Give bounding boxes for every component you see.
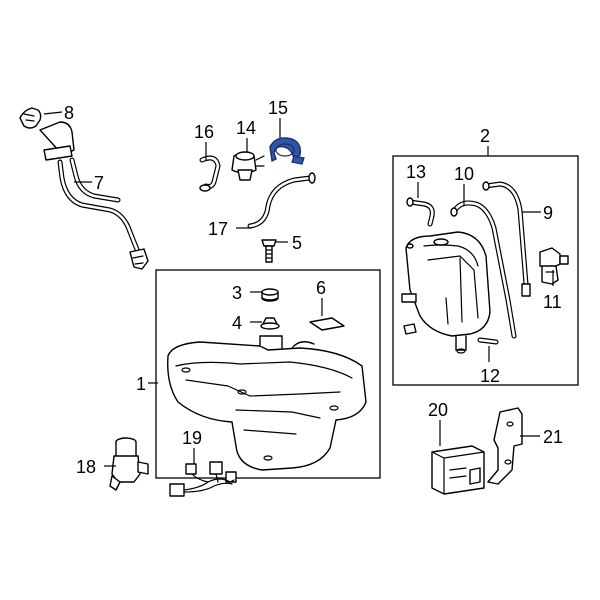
part-1-fuel-tank[interactable] bbox=[167, 335, 367, 471]
callout-3[interactable]: 3 bbox=[232, 283, 242, 303]
part-6-pad[interactable] bbox=[309, 317, 345, 331]
callout-6[interactable]: 6 bbox=[316, 278, 326, 298]
callout-2[interactable]: 2 bbox=[480, 126, 490, 146]
part-13-pipe[interactable] bbox=[406, 197, 435, 227]
part-11-bracket-valve[interactable] bbox=[539, 247, 569, 285]
part-21-bracket[interactable] bbox=[487, 407, 523, 485]
callout-7[interactable]: 7 bbox=[94, 173, 104, 193]
frame-evap-group bbox=[392, 155, 579, 386]
part-7-filler-pipe[interactable] bbox=[39, 121, 149, 270]
part-10-hose[interactable] bbox=[450, 200, 517, 339]
callout-15[interactable]: 15 bbox=[268, 98, 288, 118]
callout-5[interactable]: 5 bbox=[292, 233, 302, 253]
callout-13[interactable]: 13 bbox=[406, 162, 426, 182]
part-9-tube[interactable] bbox=[482, 181, 531, 297]
callout-18[interactable]: 18 bbox=[76, 457, 96, 477]
callout-16[interactable]: 16 bbox=[194, 122, 214, 142]
leader-lines bbox=[43, 111, 554, 467]
part-12-hose[interactable] bbox=[477, 337, 499, 345]
part-15-ring-highlighted[interactable] bbox=[269, 137, 305, 165]
callout-19[interactable]: 19 bbox=[182, 428, 202, 448]
callout-11[interactable]: 11 bbox=[543, 292, 562, 312]
part-17-hose[interactable] bbox=[247, 172, 316, 229]
part-4-cap[interactable] bbox=[260, 317, 280, 330]
callout-labels: 1 2 3 4 5 6 7 8 9 10 11 12 13 14 15 16 1… bbox=[64, 98, 563, 477]
part-19-harness[interactable] bbox=[169, 461, 237, 497]
callout-8[interactable]: 8 bbox=[64, 103, 74, 123]
callout-21[interactable]: 21 bbox=[543, 427, 563, 447]
callout-10[interactable]: 10 bbox=[454, 164, 474, 184]
part-20-control-module[interactable] bbox=[431, 445, 485, 495]
callout-14[interactable]: 14 bbox=[236, 118, 256, 138]
callout-1[interactable]: 1 bbox=[136, 374, 146, 394]
part-14-valve[interactable] bbox=[231, 151, 265, 181]
part-5-bolt[interactable] bbox=[261, 239, 277, 263]
frame-tank-group bbox=[155, 269, 381, 479]
callout-9[interactable]: 9 bbox=[543, 203, 553, 223]
part-18-actuator[interactable] bbox=[109, 437, 149, 491]
callout-20[interactable]: 20 bbox=[428, 400, 448, 420]
part-8-clip[interactable] bbox=[19, 107, 42, 129]
part-3-grommet[interactable] bbox=[261, 288, 279, 302]
callout-4[interactable]: 4 bbox=[232, 313, 242, 333]
part-2-canister[interactable] bbox=[401, 231, 491, 354]
part-16-hose[interactable] bbox=[199, 155, 221, 192]
callout-12[interactable]: 12 bbox=[480, 366, 500, 386]
callout-17[interactable]: 17 bbox=[208, 219, 228, 239]
